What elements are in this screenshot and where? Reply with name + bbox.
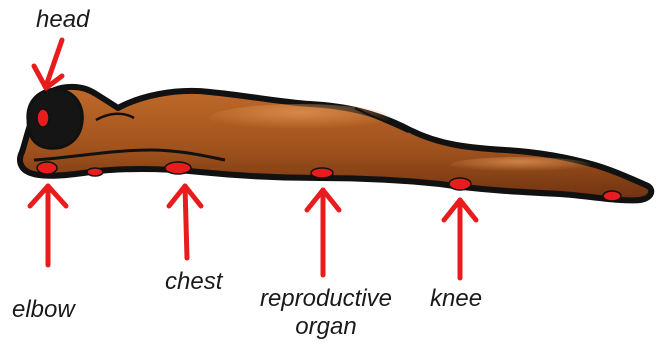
marker-chest (165, 162, 191, 174)
back-highlight (210, 104, 390, 132)
label-reproductive-line1: reproductive (258, 285, 394, 313)
knee-arrow-icon (444, 200, 476, 278)
body-outline (20, 87, 651, 201)
label-elbow: elbow (12, 296, 75, 324)
chest-arrow-icon (169, 186, 201, 258)
label-reproductive-line2: organ (258, 313, 394, 341)
marker-toe (603, 191, 621, 201)
marker-reproductive (311, 168, 333, 178)
elbow-arrow-icon (30, 186, 66, 265)
label-chest: chest (165, 268, 222, 296)
head-hair (28, 89, 82, 148)
head-arrow-icon (34, 40, 62, 88)
label-knee: knee (430, 285, 482, 313)
marker-elbow (37, 162, 57, 174)
marker-head (37, 109, 49, 127)
leg-highlight (450, 157, 590, 173)
label-reproductive-organ: reproductive organ (258, 285, 394, 341)
label-head: head (36, 6, 89, 34)
reproductive-arrow-icon (307, 190, 339, 275)
body-figure (20, 87, 651, 201)
marker-forearm (87, 168, 103, 176)
marker-knee (449, 178, 471, 190)
